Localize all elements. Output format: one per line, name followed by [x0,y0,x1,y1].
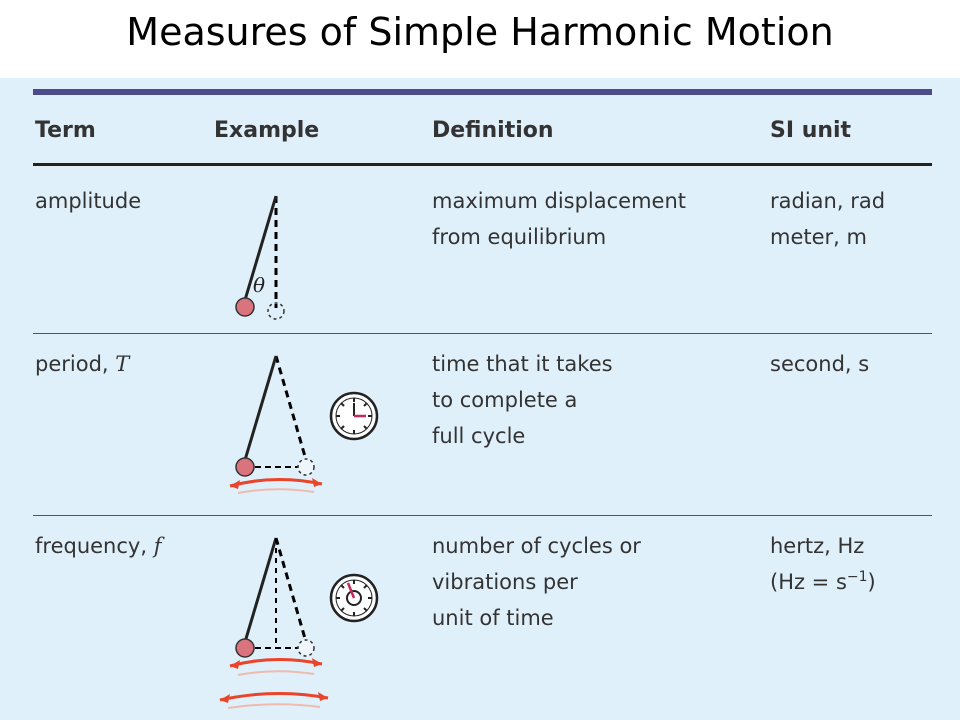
displaced-bob [235,297,255,317]
header-si-unit: SI unit [770,118,852,143]
header-definition: Definition [432,118,554,143]
row-divider [33,515,932,516]
stopwatch-icon [329,573,379,623]
swing-dashed-string [274,537,308,643]
header-divider [33,163,932,166]
swing-dashed-string [274,355,308,461]
term-amplitude: amplitude [35,189,142,213]
row-divider [33,333,932,334]
definition-frequency: number of cycles or vibrations per unit … [432,534,641,630]
term-frequency: frequency, f [35,534,162,558]
si-unit-amplitude: radian, rad meter, m [770,189,886,249]
si-unit-frequency: hertz, Hz (Hz = s−1) [770,528,876,600]
stopwatch-icon [329,391,379,441]
swing-arrow [219,691,329,702]
period-pendulum-diagram [229,355,323,494]
header-example: Example [214,118,320,143]
definition-period: time that it takes to complete a full cy… [432,352,613,448]
bob [235,638,255,658]
bob-outline [297,639,315,657]
amplitude-pendulum-diagram: θ [235,195,285,320]
bob [235,457,255,477]
table-top-bar [33,89,932,95]
equilibrium-bob-outline [267,302,285,320]
definition-amplitude: maximum displacement from equilibrium [432,189,687,249]
slide-title: Measures of Simple Harmonic Motion [126,10,834,54]
si-formula: (Hz = s−1) [770,569,876,594]
pendulum-string [243,355,278,461]
frequency-pendulum-diagram [219,537,329,709]
pendulum-string [243,195,278,301]
header-term: Term [35,118,96,143]
pendulum-string [243,537,278,643]
bob-outline [297,458,315,476]
swing-arrow [229,658,323,668]
si-unit-period: second, s [770,352,870,376]
term-period: period, T [35,352,130,376]
angle-theta-label: θ [253,273,265,297]
swing-arrow [229,478,323,488]
table-panel [0,78,960,720]
